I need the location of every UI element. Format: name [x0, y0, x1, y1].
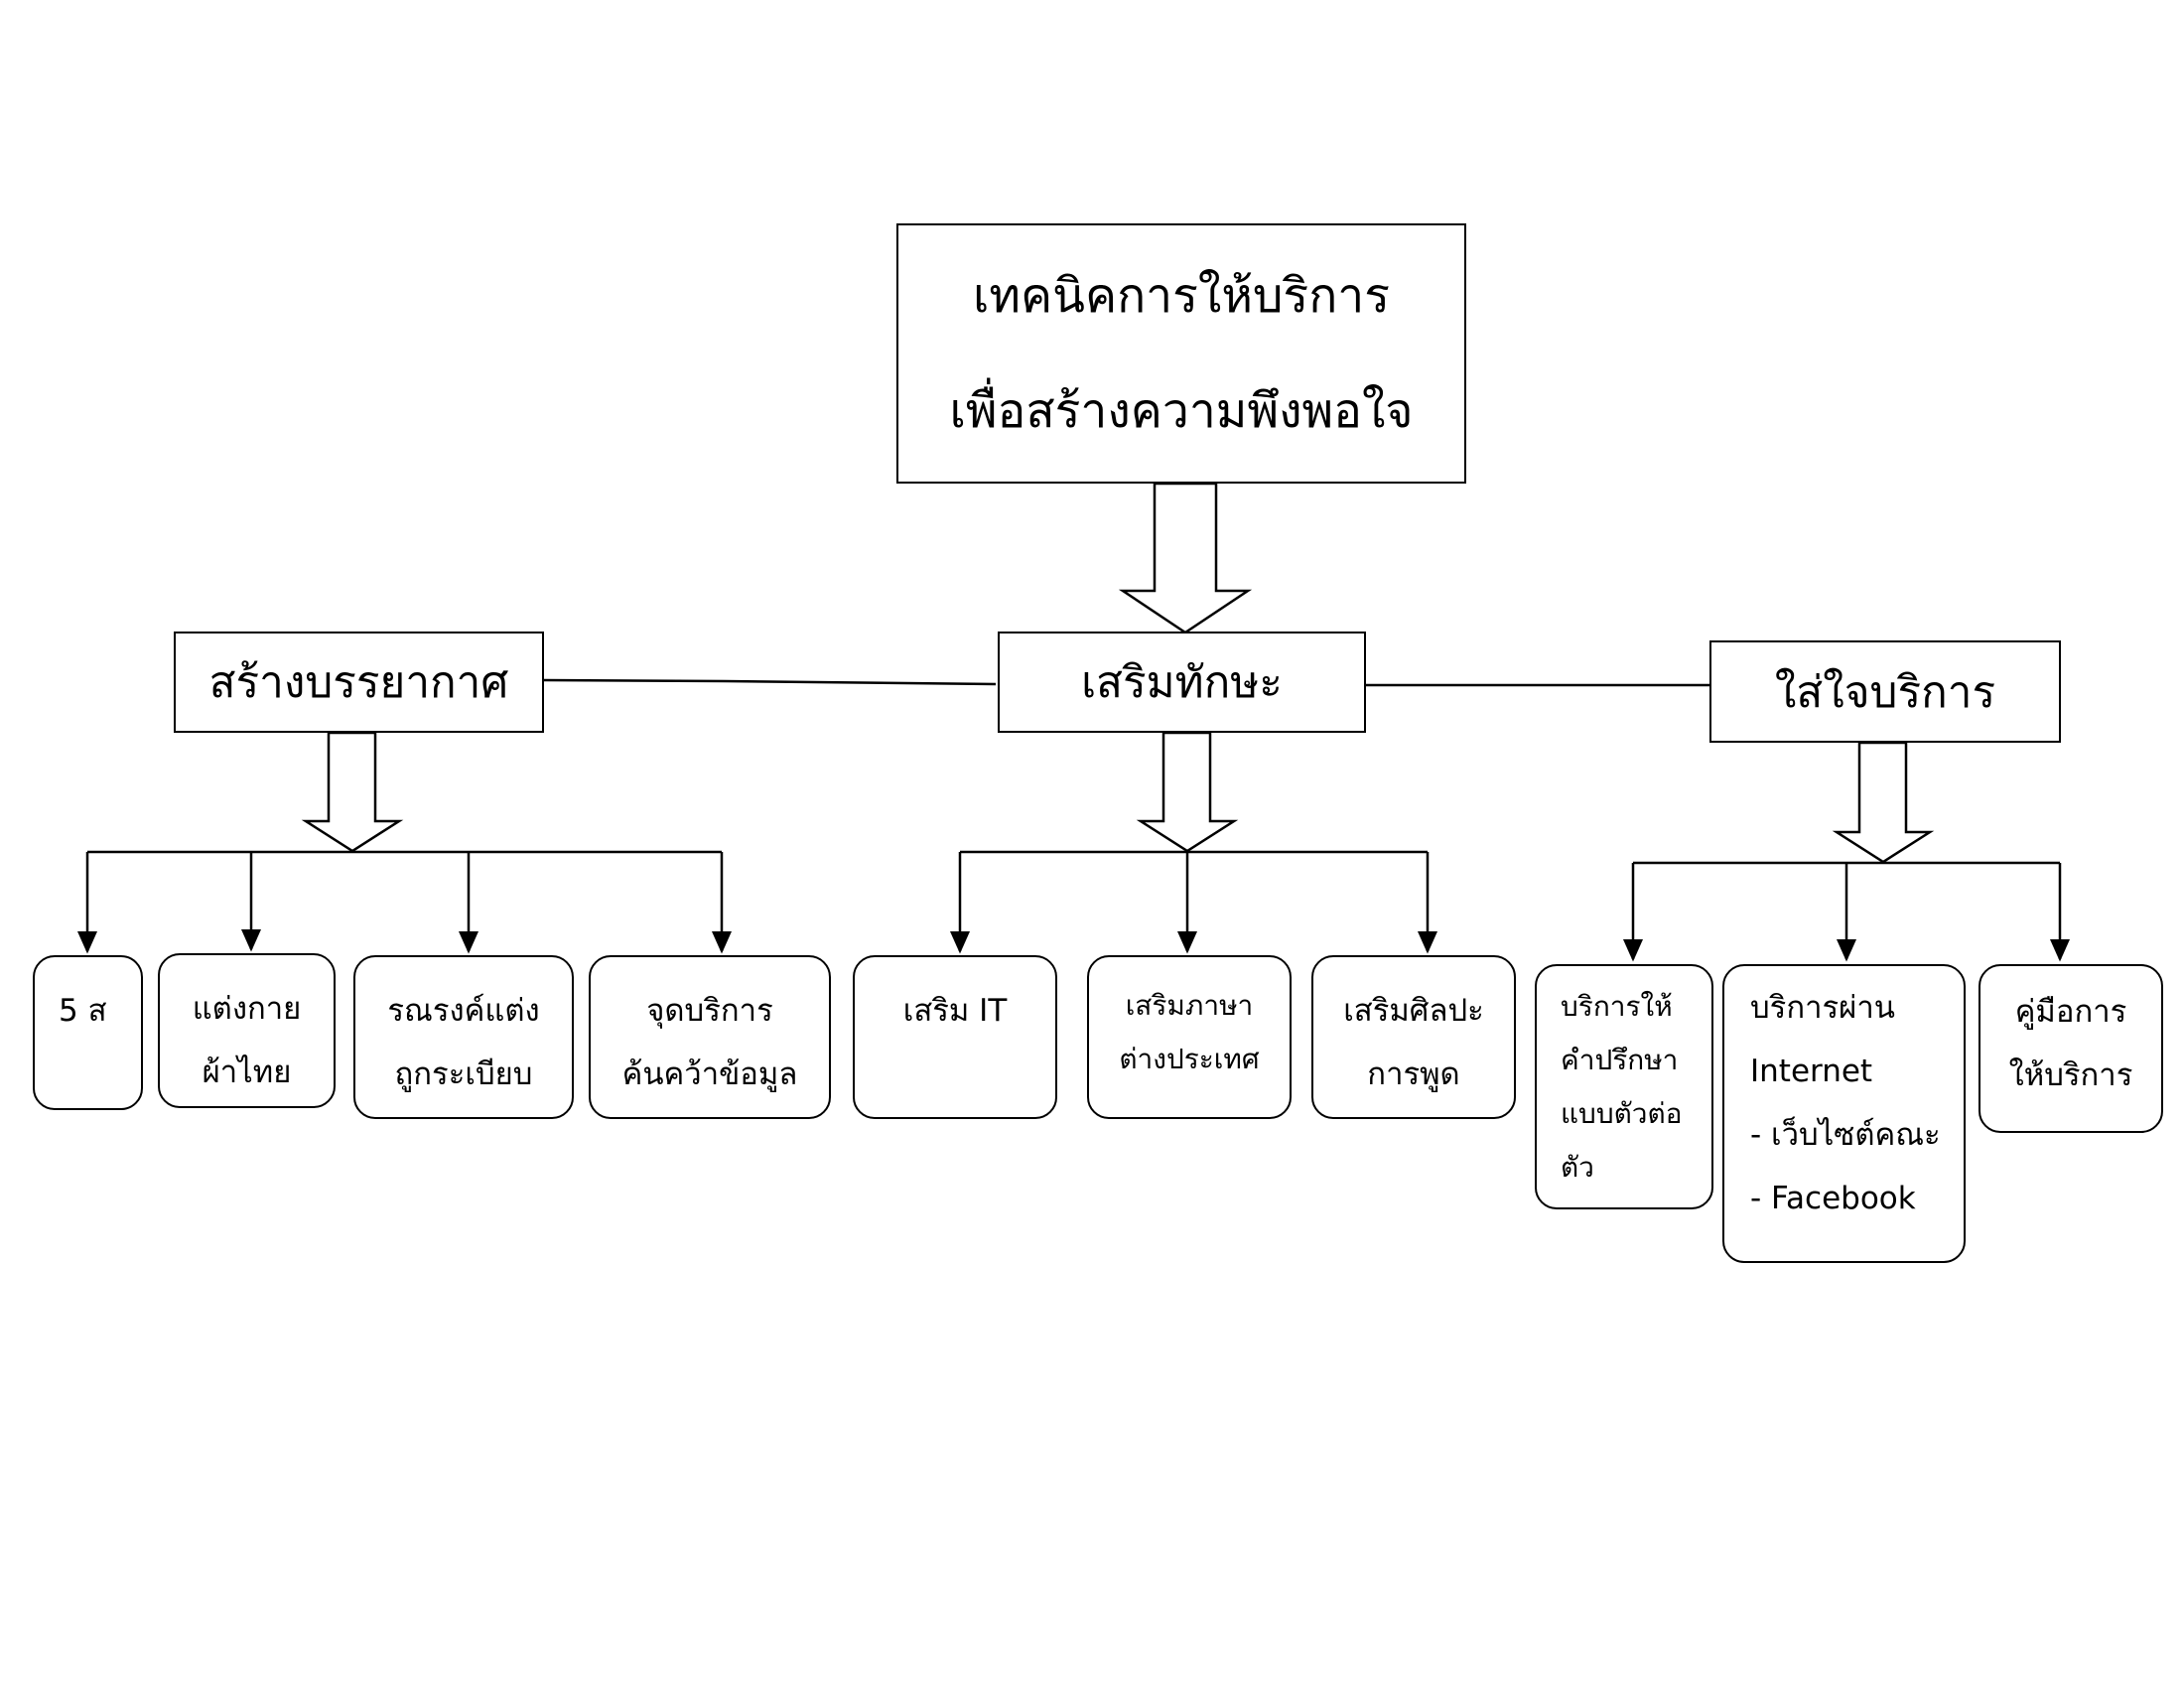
- leaf-box-3-2: บริการผ่าน Internet - เว็บไซต์คณะ - Face…: [1722, 964, 1966, 1263]
- leaf-1-4-line-1: จุดบริการ: [646, 993, 773, 1029]
- leaf-1-3-line-1: รณรงค์แต่ง: [387, 993, 540, 1029]
- leaf-3-1-line-2: คำปรึกษา: [1561, 1044, 1679, 1076]
- leaf-box-1-1: 5 ส: [33, 955, 143, 1110]
- leaf-3-1-line-1: บริการให้: [1561, 990, 1673, 1023]
- block-arrow-cat-1: [301, 731, 404, 853]
- leaf-2-3-line-1: เสริมศิลปะ: [1343, 993, 1484, 1029]
- title-line-1: เทคนิคการให้บริการ: [973, 268, 1390, 324]
- leaf-3-2-line-1: บริการผ่าน: [1750, 990, 1895, 1026]
- leaf-3-1-line-4: ตัว: [1561, 1151, 1594, 1184]
- category-box-1: สร้างบรรยากาศ: [174, 632, 544, 733]
- leaf-1-2-line-1: แต่งกาย: [192, 991, 302, 1027]
- leaf-box-2-2: เสริมภาษา ต่างประเทศ: [1087, 955, 1292, 1119]
- leaf-2-2-line-1: เสริมภาษา: [1125, 989, 1254, 1022]
- leaf-box-1-4: จุดบริการ ค้นคว้าข้อมูล: [589, 955, 831, 1119]
- category-label-3: ใส่ใจบริการ: [1774, 666, 1996, 718]
- block-arrow-title: [1118, 482, 1253, 634]
- leaf-box-1-2: แต่งกาย ผ้าไทย: [158, 953, 336, 1108]
- leaf-box-3-1: บริการให้ คำปรึกษา แบบตัวต่อ ตัว: [1535, 964, 1713, 1209]
- leaf-1-3-line-2: ถูกระเบียบ: [394, 1056, 533, 1092]
- title-box: เทคนิคการให้บริการ เพื่อสร้างความพึงพอใจ: [896, 223, 1466, 484]
- category-label-1: สร้างบรรยากาศ: [208, 657, 509, 708]
- leaf-3-1-line-3: แบบตัวต่อ: [1561, 1097, 1683, 1130]
- category-label-2: เสริมทักษะ: [1081, 657, 1283, 708]
- block-arrow-cat-2: [1136, 731, 1239, 853]
- leaf-1-2-line-2: ผ้าไทย: [202, 1055, 292, 1090]
- leaf-3-3-line-1: คู่มือการ: [2014, 994, 2127, 1030]
- leaf-2-2-line-2: ต่างประเทศ: [1119, 1043, 1260, 1075]
- leaf-2-3-line-2: การพูด: [1367, 1056, 1460, 1092]
- leaf-3-2-line-4: - Facebook: [1750, 1181, 1916, 1216]
- leaf-3-3-line-2: ให้บริการ: [2008, 1057, 2133, 1093]
- leaf-box-1-3: รณรงค์แต่ง ถูกระเบียบ: [353, 955, 574, 1119]
- leaf-1-4-line-2: ค้นคว้าข้อมูล: [621, 1056, 798, 1092]
- leaf-box-3-3: คู่มือการ ให้บริการ: [1979, 964, 2163, 1133]
- leaf-box-2-3: เสริมศิลปะ การพูด: [1311, 955, 1516, 1119]
- leaf-3-2-line-3: - เว็บไซต์คณะ: [1750, 1117, 1941, 1153]
- leaf-2-1-line-1: เสริม IT: [902, 993, 1008, 1029]
- title-line-2: เพื่อสร้างความพึงพอใจ: [949, 383, 1414, 439]
- block-arrow-cat-3: [1832, 741, 1935, 864]
- leaf-1-1-line-1: 5 ส: [59, 993, 107, 1029]
- leaf-box-2-1: เสริม IT: [853, 955, 1057, 1119]
- leaf-3-2-line-2: Internet: [1750, 1054, 1873, 1089]
- category-box-3: ใส่ใจบริการ: [1709, 640, 2061, 743]
- category-box-2: เสริมทักษะ: [998, 632, 1366, 733]
- connector-left-center: [543, 678, 997, 686]
